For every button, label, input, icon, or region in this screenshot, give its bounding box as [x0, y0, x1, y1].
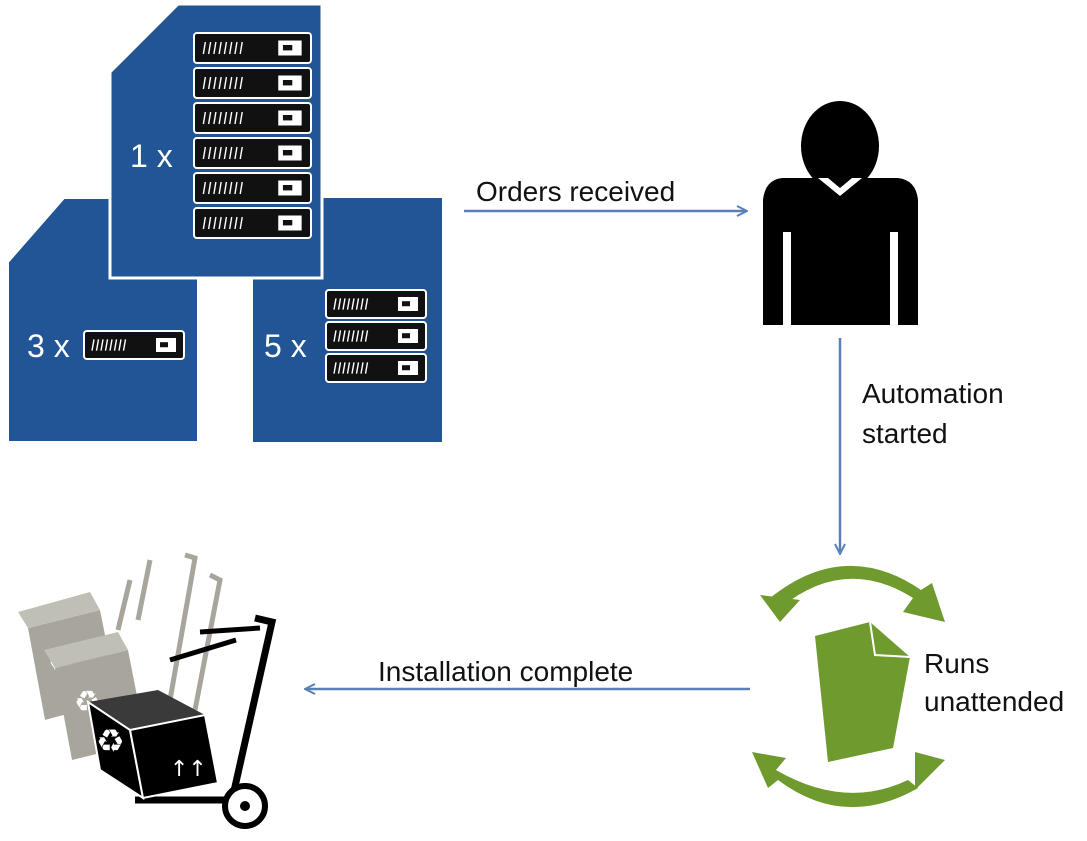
person-icon	[763, 101, 918, 325]
server-icon	[193, 207, 312, 239]
hand-truck-icon	[135, 614, 277, 829]
edge-label-automation-line1: Automation	[862, 378, 1004, 409]
recycle-icon: ♻	[96, 722, 125, 760]
server-icon	[325, 289, 427, 319]
document-icon	[815, 622, 910, 762]
server-stack-5x	[325, 289, 427, 383]
hand-truck-back	[115, 552, 223, 711]
server-icon	[193, 67, 312, 99]
server-icon	[325, 353, 427, 383]
server-icon	[193, 102, 312, 134]
server-icon	[325, 321, 427, 351]
this-side-up-icon: ↑↑	[170, 757, 207, 782]
edge-label-installation-complete: Installation complete	[378, 656, 634, 687]
server-icon	[193, 137, 312, 169]
quantity-label-1x: 1 x	[130, 138, 173, 174]
cycle-arrows-icon	[752, 565, 945, 808]
quantity-label-5x: 5 x	[264, 328, 307, 364]
server-stack-3x	[83, 330, 185, 360]
edge-label-automation-line2: started	[862, 418, 948, 449]
edge-label-orders-received: Orders received	[476, 176, 676, 207]
quantity-label-3x: 3 x	[27, 328, 70, 364]
server-icon	[83, 330, 185, 360]
server-icon	[193, 32, 312, 64]
server-stack-1x	[193, 32, 312, 239]
server-icon	[193, 172, 312, 204]
node-label-runs-line1: Runs	[924, 648, 990, 679]
node-label-runs-line2: unattended	[924, 686, 1065, 717]
box-front: ♻ ↑↑	[86, 690, 220, 801]
